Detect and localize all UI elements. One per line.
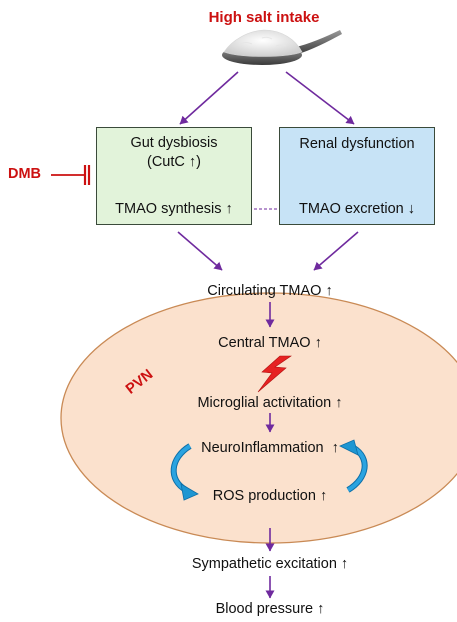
title-label: High salt intake (208, 9, 320, 26)
cutc-label: (CutC ↑) (147, 154, 201, 170)
arrow-salt-to-gut (179, 71, 239, 125)
cycle-arrow-icon (339, 439, 368, 493)
pvn-ellipse (60, 292, 457, 544)
gut-dysbiosis-box: Gut dysbiosis (CutC ↑) TMAO synthesis ↑ (96, 127, 252, 225)
sympathetic-excitation-label: Sympathetic excitation ↑ (191, 556, 349, 572)
central-tmao-label: Central TMAO ↑ (218, 335, 322, 351)
tmao-synthesis-label: TMAO synthesis ↑ (115, 201, 233, 217)
lightning-bolt-icon (257, 355, 292, 393)
circulating-tmao-label: Circulating TMAO ↑ (207, 283, 333, 299)
neuroinflammation-label: NeuroInflammation ↑ (201, 440, 339, 456)
inhibition-bar-icon (51, 165, 91, 185)
renal-dysfunction-label: Renal dysfunction (299, 136, 415, 152)
blood-pressure-label: Blood pressure ↑ (215, 601, 325, 617)
gut-dysbiosis-label: Gut dysbiosis (130, 135, 218, 151)
ros-production-label: ROS production ↑ (212, 488, 328, 504)
renal-dysfunction-box: Renal dysfunction TMAO excretion ↓ (279, 127, 435, 225)
arrow-salt-to-renal (285, 71, 355, 125)
salt-spoon-icon (222, 29, 342, 65)
arrow-renal-to-circulating (313, 231, 359, 271)
microglial-activation-label: Microglial activitation ↑ (197, 395, 343, 411)
dmb-label: DMB (8, 166, 42, 182)
cycle-arrow-icon (170, 443, 199, 501)
tmao-excretion-label: TMAO excretion ↓ (298, 201, 416, 217)
arrow-gut-to-circulating (177, 231, 223, 271)
